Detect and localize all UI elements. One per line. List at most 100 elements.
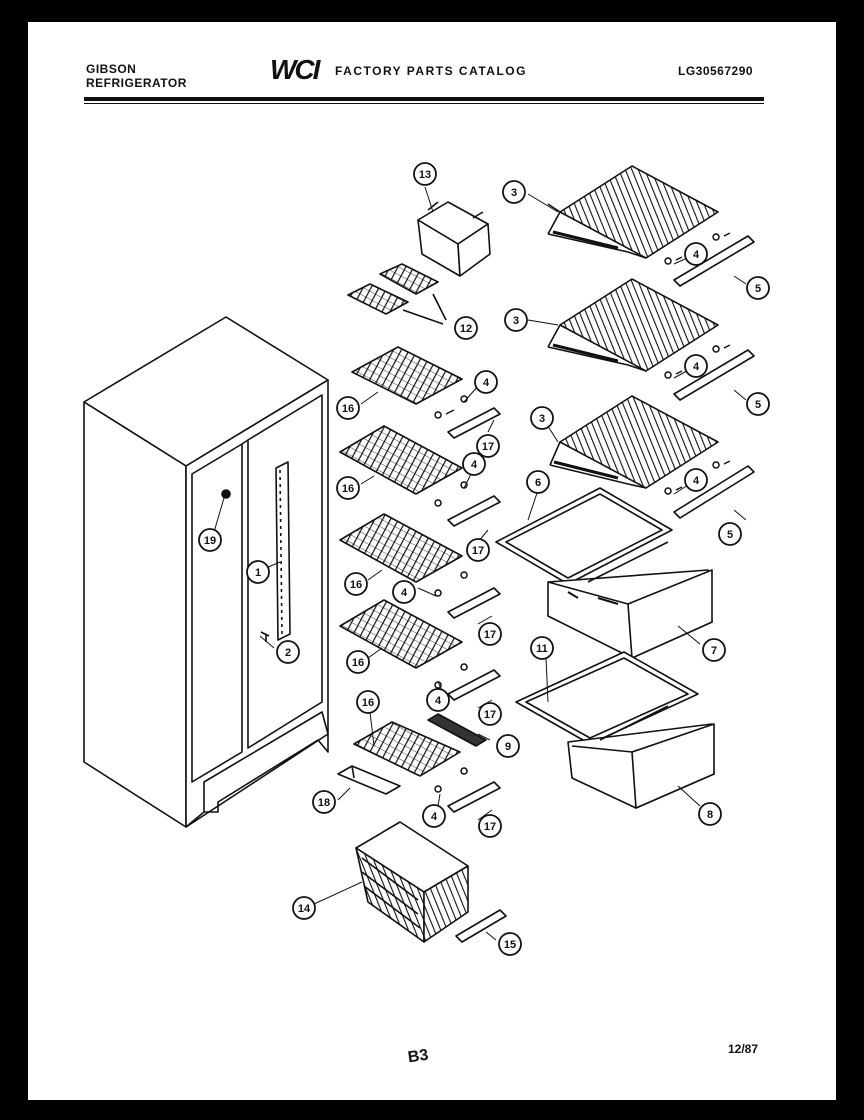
callout-bubbles: 1334512345164173164456191171641772161141… <box>198 162 770 956</box>
callout-5: 5 <box>746 276 770 300</box>
callout-label: 4 <box>471 459 478 471</box>
catalog-sheet: GIBSON REFRIGERATOR WCI FACTORY PARTS CA… <box>28 22 836 1100</box>
callout-4: 4 <box>474 370 498 394</box>
callout-17: 17 <box>466 538 490 562</box>
model-number: LG30567290 <box>678 64 754 78</box>
callout-label: 7 <box>711 645 717 657</box>
callout-3: 3 <box>530 406 554 430</box>
callout-18: 18 <box>312 790 336 814</box>
callout-label: 17 <box>484 629 496 641</box>
callout-label: 11 <box>536 643 548 655</box>
callout-label: 14 <box>298 903 311 915</box>
callout-label: 8 <box>707 809 713 821</box>
callout-15: 15 <box>498 932 522 956</box>
callout-14: 14 <box>292 896 316 920</box>
crisper-pan-7 <box>495 487 713 659</box>
callout-label: 3 <box>513 315 519 327</box>
leader-lines <box>213 186 747 941</box>
callout-label: 17 <box>484 709 496 721</box>
callout-label: 4 <box>401 587 408 599</box>
callout-1: 1 <box>246 560 270 584</box>
callout-label: 17 <box>482 441 494 453</box>
callout-label: 16 <box>352 657 364 669</box>
callout-label: 6 <box>535 477 541 489</box>
brand-name: GIBSON <box>86 62 137 76</box>
freezer-shelf-3a <box>547 165 719 259</box>
shelf-clips-4 <box>434 232 731 793</box>
exploded-parts-diagram: 1334512345164173164456191171641772161141… <box>83 162 770 956</box>
callout-label: 5 <box>727 529 733 541</box>
callout-5: 5 <box>746 392 770 416</box>
page-code: B3 <box>406 1046 430 1067</box>
callout-label: 18 <box>318 797 330 809</box>
callout-13: 13 <box>413 162 437 186</box>
callout-17: 17 <box>478 702 502 726</box>
callout-17: 17 <box>478 622 502 646</box>
callout-4: 4 <box>462 452 486 476</box>
callout-3: 3 <box>502 180 526 204</box>
crisper-pan-8 <box>515 651 715 809</box>
callout-label: 3 <box>511 187 517 199</box>
brand-block: GIBSON REFRIGERATOR <box>86 62 187 90</box>
shelf-rails-17 <box>447 407 501 813</box>
callout-17: 17 <box>478 814 502 838</box>
fresh-food-shelves-16 <box>339 346 463 777</box>
callout-5: 5 <box>718 522 742 546</box>
callout-9: 9 <box>496 734 520 758</box>
header-rule-thin <box>84 103 764 104</box>
callout-label: 9 <box>505 741 511 753</box>
callout-label: 16 <box>362 697 374 709</box>
freezer-shelf-3c <box>549 395 719 489</box>
door-bin-13 <box>417 201 491 277</box>
product-type: REFRIGERATOR <box>86 76 187 90</box>
callout-16: 16 <box>336 396 360 420</box>
callout-label: 16 <box>342 403 354 415</box>
callout-label: 17 <box>472 545 484 557</box>
callout-label: 4 <box>435 695 442 707</box>
callout-4: 4 <box>422 804 446 828</box>
callout-label: 13 <box>419 169 431 181</box>
freezer-shelf-3b <box>547 278 719 372</box>
callout-label: 4 <box>693 249 700 261</box>
callout-label: 1 <box>255 567 261 579</box>
header-rule-thick <box>84 97 764 101</box>
callout-4: 4 <box>684 468 708 492</box>
callout-8: 8 <box>698 802 722 826</box>
callout-4: 4 <box>392 580 416 604</box>
callout-label: 5 <box>755 283 761 295</box>
callout-16: 16 <box>346 650 370 674</box>
callout-4: 4 <box>684 354 708 378</box>
callout-16: 16 <box>336 476 360 500</box>
callout-16: 16 <box>344 572 368 596</box>
callout-label: 16 <box>350 579 362 591</box>
callout-label: 17 <box>484 821 496 833</box>
callout-2: 2 <box>276 640 300 664</box>
brackets-9-18 <box>337 713 487 795</box>
callout-11: 11 <box>530 636 554 660</box>
callout-label: 19 <box>204 535 216 547</box>
callout-label: 2 <box>285 647 291 659</box>
catalog-title: FACTORY PARTS CATALOG <box>335 64 527 78</box>
callout-label: 5 <box>755 399 761 411</box>
basket-rail-15 <box>455 909 507 943</box>
callout-label: 4 <box>483 377 490 389</box>
ice-trays-12 <box>347 263 447 325</box>
callout-label: 16 <box>342 483 354 495</box>
callout-16: 16 <box>356 690 380 714</box>
revision-date: 12/87 <box>728 1042 759 1056</box>
wci-logo: WCI <box>270 54 320 85</box>
callout-6: 6 <box>526 470 550 494</box>
callout-label: 4 <box>693 475 700 487</box>
callout-7: 7 <box>702 638 726 662</box>
callout-label: 3 <box>539 413 545 425</box>
callout-4: 4 <box>426 688 450 712</box>
refrigerator-cabinet <box>83 316 329 828</box>
callout-12: 12 <box>454 316 478 340</box>
callout-4: 4 <box>684 242 708 266</box>
callout-label: 4 <box>431 811 438 823</box>
callout-3: 3 <box>504 308 528 332</box>
callout-label: 4 <box>693 361 700 373</box>
callout-17: 17 <box>476 434 500 458</box>
callout-label: 12 <box>460 323 472 335</box>
freezer-basket-14 <box>355 821 469 943</box>
